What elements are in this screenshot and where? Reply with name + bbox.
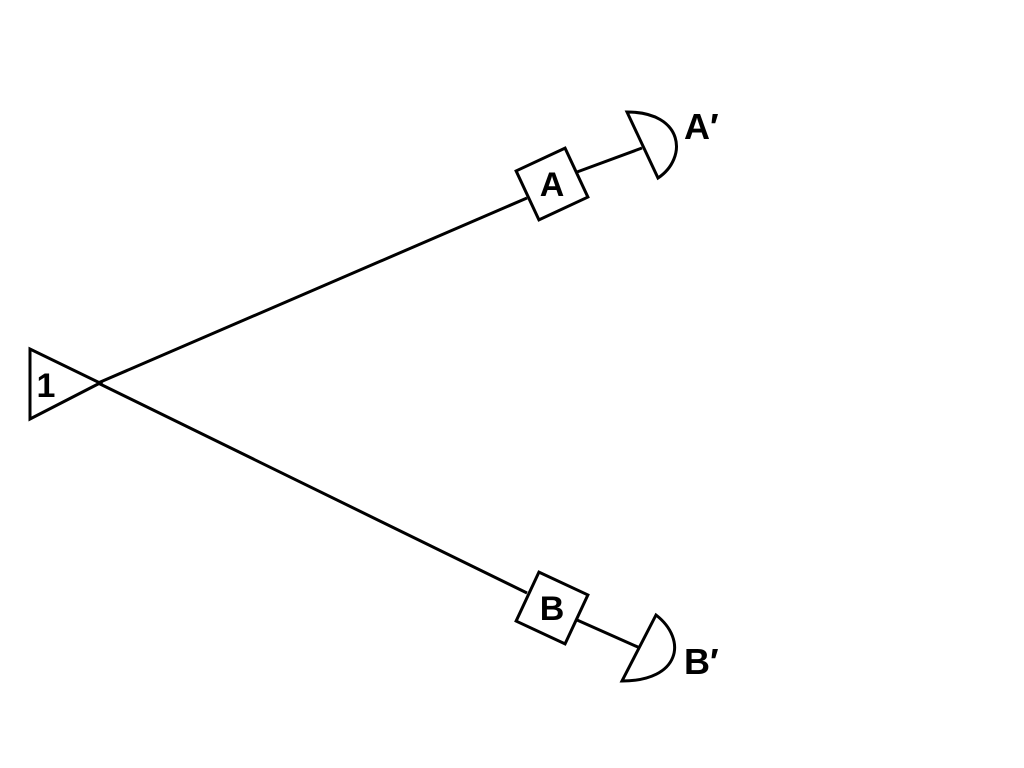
analyzer-a: A <box>514 146 590 222</box>
beam-path-lower <box>97 381 528 595</box>
source-triangle-icon <box>28 346 104 422</box>
analyzer-a-box <box>514 146 590 222</box>
beam-path-lower-to-detector <box>576 618 641 650</box>
analyzer-b-box <box>514 570 590 646</box>
source-label: 1 <box>37 367 56 405</box>
detector-a: A′ <box>624 106 719 181</box>
beam-path-upper <box>97 196 528 385</box>
detector-b-dome-icon <box>619 612 676 683</box>
detector-b: B′ <box>619 612 719 683</box>
analyzer-a-label: A <box>540 166 565 204</box>
detector-a-label: A′ <box>684 106 719 147</box>
detector-a-dome-icon <box>624 110 678 181</box>
beam-path-upper-to-detector <box>576 146 643 174</box>
detector-b-label: B′ <box>684 641 719 682</box>
analyzer-b: B <box>514 570 590 646</box>
analyzer-b-label: B <box>540 590 565 628</box>
source: 1 <box>28 346 104 422</box>
